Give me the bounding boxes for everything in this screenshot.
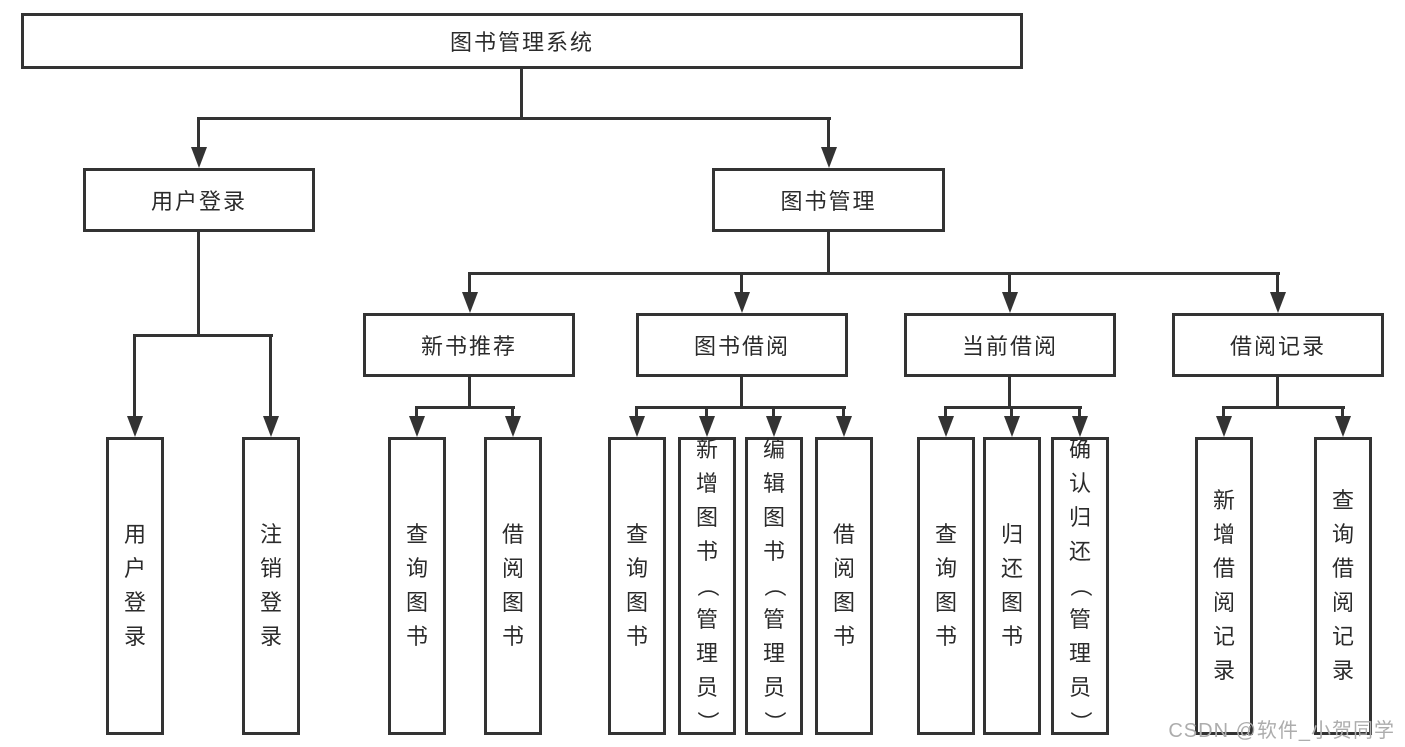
node-book-management: 图书管理 bbox=[712, 168, 945, 232]
arrow-down-icon bbox=[1004, 416, 1020, 437]
connector-line bbox=[705, 409, 708, 420]
connector-line bbox=[197, 120, 200, 149]
leaf-query-books-recommend: 查询图书 bbox=[388, 437, 446, 735]
leaf-query-books-current: 查询图书 bbox=[917, 437, 975, 735]
arrow-down-icon bbox=[699, 416, 715, 437]
leaf-query-books-borrow: 查询图书 bbox=[608, 437, 666, 735]
connector-book-management-bar bbox=[468, 272, 1280, 275]
connector-new-book-bar bbox=[415, 406, 515, 409]
arrow-down-icon bbox=[1216, 416, 1232, 437]
node-book-borrow: 图书借阅 bbox=[636, 313, 848, 377]
leaf-borrow-books-label: 借阅图书 bbox=[832, 522, 855, 649]
leaf-query-books-borrow-label: 查询图书 bbox=[625, 522, 648, 649]
leaf-logout: 注销登录 bbox=[242, 437, 300, 735]
leaf-confirm-return-admin-label: 确认归还（管理员） bbox=[1067, 437, 1093, 734]
leaf-return-books: 归还图书 bbox=[983, 437, 1041, 735]
connector-line bbox=[1078, 409, 1081, 420]
arrow-down-icon bbox=[938, 416, 954, 437]
connector-book-management-stem bbox=[827, 232, 830, 275]
leaf-query-borrow-record-label: 查询借阅记录 bbox=[1331, 488, 1354, 683]
connector-book-borrow-bar bbox=[635, 406, 846, 409]
connector-book-borrow-stem bbox=[740, 377, 743, 409]
node-book-borrow-label: 图书借阅 bbox=[693, 334, 790, 359]
node-borrow-records-label: 借阅记录 bbox=[1229, 334, 1326, 359]
leaf-borrow-books-recommend-label: 借阅图书 bbox=[501, 522, 524, 649]
node-current-borrow-label: 当前借阅 bbox=[961, 334, 1058, 359]
arrow-down-icon bbox=[505, 416, 521, 437]
connector-user-login-stem bbox=[197, 232, 200, 337]
leaf-query-borrow-record: 查询借阅记录 bbox=[1314, 437, 1372, 735]
leaf-edit-books-admin-label: 编辑图书（管理员） bbox=[761, 437, 787, 734]
leaf-add-borrow-record: 新增借阅记录 bbox=[1195, 437, 1253, 735]
node-book-management-label: 图书管理 bbox=[780, 189, 877, 214]
node-user-login: 用户登录 bbox=[83, 168, 315, 232]
leaf-query-books-current-label: 查询图书 bbox=[934, 522, 957, 649]
connector-line bbox=[772, 409, 775, 420]
connector-line bbox=[842, 409, 845, 420]
node-user-login-label: 用户登录 bbox=[150, 189, 247, 214]
arrow-down-icon bbox=[734, 292, 750, 313]
arrow-down-icon bbox=[191, 147, 207, 168]
leaf-query-books-recommend-label: 查询图书 bbox=[405, 522, 428, 649]
connector-line bbox=[1341, 409, 1344, 420]
connector-line bbox=[511, 409, 514, 420]
connector-line bbox=[269, 337, 272, 420]
leaf-borrow-books: 借阅图书 bbox=[815, 437, 873, 735]
leaf-user-login-label: 用户登录 bbox=[123, 522, 146, 649]
node-library-management-system: 图书管理系统 bbox=[21, 13, 1023, 69]
connector-line bbox=[133, 337, 136, 420]
arrow-down-icon bbox=[629, 416, 645, 437]
connector-line bbox=[1222, 409, 1225, 420]
leaf-edit-books-admin: 编辑图书（管理员） bbox=[745, 437, 803, 735]
connector-root-stem bbox=[520, 69, 523, 120]
arrow-down-icon bbox=[1335, 416, 1351, 437]
connector-current-borrow-stem bbox=[1008, 377, 1011, 409]
leaf-add-books-admin: 新增图书（管理员） bbox=[678, 437, 736, 735]
arrow-down-icon bbox=[766, 416, 782, 437]
arrow-down-icon bbox=[836, 416, 852, 437]
leaf-user-login: 用户登录 bbox=[106, 437, 164, 735]
node-current-borrow: 当前借阅 bbox=[904, 313, 1116, 377]
leaf-confirm-return-admin: 确认归还（管理员） bbox=[1051, 437, 1109, 735]
connector-line bbox=[415, 409, 418, 420]
connector-line bbox=[635, 409, 638, 420]
arrow-down-icon bbox=[263, 416, 279, 437]
leaf-borrow-books-recommend: 借阅图书 bbox=[484, 437, 542, 735]
arrow-down-icon bbox=[821, 147, 837, 168]
connector-line bbox=[740, 275, 743, 297]
arrow-down-icon bbox=[1002, 292, 1018, 313]
connector-user-login-bar bbox=[133, 334, 273, 337]
leaf-add-books-admin-label: 新增图书（管理员） bbox=[694, 437, 720, 734]
arrow-down-icon bbox=[1270, 292, 1286, 313]
arrow-down-icon bbox=[127, 416, 143, 437]
connector-line bbox=[827, 120, 830, 149]
connector-line bbox=[1276, 275, 1279, 297]
connector-borrow-records-stem bbox=[1276, 377, 1279, 409]
arrow-down-icon bbox=[462, 292, 478, 313]
node-root-label: 图书管理系统 bbox=[449, 30, 594, 55]
node-new-book-recommend-label: 新书推荐 bbox=[420, 334, 517, 359]
connector-borrow-records-bar bbox=[1222, 406, 1345, 409]
node-new-book-recommend: 新书推荐 bbox=[363, 313, 575, 377]
connector-line bbox=[468, 275, 471, 297]
leaf-add-borrow-record-label: 新增借阅记录 bbox=[1212, 488, 1235, 683]
arrow-down-icon bbox=[1072, 416, 1088, 437]
connector-line bbox=[1008, 275, 1011, 297]
connector-line bbox=[944, 409, 947, 420]
node-borrow-records: 借阅记录 bbox=[1172, 313, 1384, 377]
connector-current-borrow-bar bbox=[944, 406, 1082, 409]
connector-line bbox=[1010, 409, 1013, 420]
watermark: CSDN @软件_小贺同学 bbox=[1168, 720, 1395, 742]
arrow-down-icon bbox=[409, 416, 425, 437]
connector-new-book-stem bbox=[468, 377, 471, 409]
leaf-return-books-label: 归还图书 bbox=[1000, 522, 1023, 649]
connector-root-bar bbox=[197, 117, 831, 120]
leaf-logout-label: 注销登录 bbox=[259, 522, 282, 649]
